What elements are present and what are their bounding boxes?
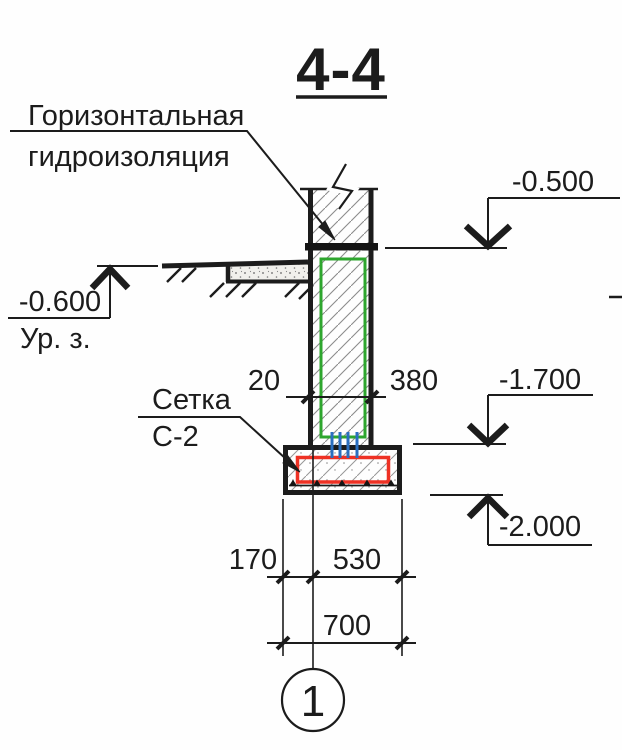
waterproofing-callout: Горизонтальная гидроизоляция	[10, 100, 336, 241]
rebar-mark	[387, 479, 395, 486]
section-title: 4-4	[296, 36, 387, 103]
dim-tick	[394, 635, 410, 651]
callout-text-line2: гидроизоляция	[28, 141, 230, 173]
ground-level-label: Ур. з.	[20, 323, 91, 355]
axis-marker: 1	[280, 667, 346, 733]
brick-wall	[300, 161, 378, 244]
callout-text-line1: Горизонтальная	[28, 100, 244, 132]
ground-hatch	[166, 267, 314, 300]
elevation-mark-ground: -0.600 Ур. з.	[8, 264, 131, 355]
foundation-block-outline-green	[319, 257, 367, 439]
dim-value-380: 380	[390, 365, 438, 397]
dim-tick	[275, 635, 291, 651]
break-symbol	[331, 163, 354, 210]
dim-value-170: 170	[229, 544, 277, 576]
dim-value-530: 530	[333, 544, 381, 576]
rebar-mark	[289, 479, 297, 486]
dim-700: 700	[267, 610, 416, 651]
ground-and-apron	[97, 259, 314, 300]
rebar-section-marks	[289, 479, 395, 486]
section-title-text: 4-4	[296, 36, 386, 103]
elevation-value: -2.000	[499, 511, 581, 543]
dim-tick	[394, 569, 410, 585]
elevation-value: -1.700	[499, 364, 581, 396]
mesh-callout: Сетка С-2	[138, 384, 301, 473]
dowel-ticks-blue	[330, 432, 359, 458]
waterproofing-layer	[305, 243, 378, 251]
dim-tick	[300, 389, 316, 405]
elevation-arrow-down	[463, 223, 513, 251]
ground-hatch-stroke	[225, 282, 241, 298]
dim-value-700: 700	[323, 610, 371, 642]
callout-arrowhead	[318, 220, 336, 241]
dim-170-530: 170 530	[229, 544, 416, 585]
callout-leader	[138, 416, 298, 470]
elevation-mark-wall-top: -0.500	[385, 166, 620, 251]
ground-hatch-stroke	[209, 282, 225, 298]
callout-text-line1: Сетка	[152, 384, 232, 416]
dim-tick	[305, 569, 321, 585]
dim-wall-width: 20 380	[248, 365, 438, 405]
dim-value-20: 20	[248, 365, 280, 397]
apron-body	[228, 263, 308, 280]
axis-number: 1	[301, 677, 325, 726]
callout-leader	[10, 130, 334, 238]
ground-hatch-stroke	[241, 282, 257, 298]
elevation-mark-footing-bottom: -2.000	[430, 493, 592, 546]
rebar-mark	[363, 479, 371, 486]
ground-hatch-stroke	[298, 284, 314, 300]
dim-tick	[275, 569, 291, 585]
footing	[283, 445, 402, 495]
axis-bubble	[280, 667, 346, 733]
rebar-mark	[313, 479, 321, 486]
dim-tick	[364, 389, 380, 405]
elevation-value: -0.500	[512, 166, 594, 198]
ground-hatch-stroke	[166, 267, 182, 283]
rebar-mark	[338, 479, 346, 486]
ground-hatch-stroke	[181, 267, 197, 283]
ground-hatch-stroke	[284, 282, 300, 298]
callout-arrowhead	[282, 455, 301, 473]
callout-text-line2: С-2	[152, 421, 199, 453]
elevation-value: -0.600	[19, 286, 101, 318]
elevation-mark-footing-top: -1.700	[413, 364, 593, 448]
brick-wall-hatch	[312, 189, 370, 243]
apron-top-line	[161, 259, 309, 269]
